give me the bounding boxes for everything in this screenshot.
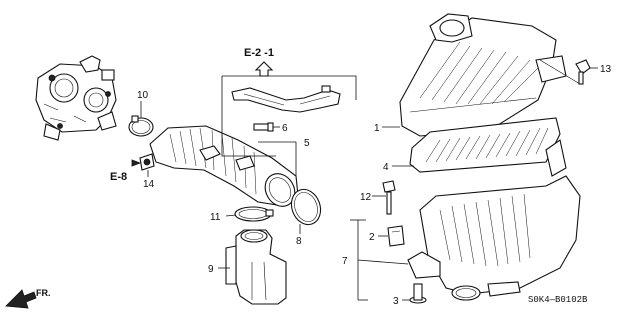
callout-1: 1	[374, 123, 380, 134]
callout-6: 6	[282, 123, 288, 134]
callout-8: 8	[296, 236, 302, 247]
ref-arrow-up	[254, 61, 274, 77]
callout-13: 13	[600, 64, 612, 75]
callout-14: 14	[143, 179, 155, 190]
screw-13	[575, 59, 591, 85]
ref-code-e8: E-8	[110, 171, 127, 183]
callout-12: 12	[360, 192, 372, 203]
callout-11: 11	[210, 212, 221, 223]
callout-4: 4	[383, 162, 389, 173]
air-cleaner-housing	[419, 139, 581, 301]
bolt-14	[139, 153, 155, 171]
callout-10: 10	[137, 90, 149, 101]
ref-code-e2-1: E-2 -1	[244, 47, 274, 59]
throttle-body	[35, 55, 117, 141]
callout-2: 2	[369, 232, 375, 243]
resonator-9	[225, 229, 287, 305]
callout-5: 5	[304, 138, 310, 149]
ref-arrow-e8	[131, 159, 142, 167]
intake-duct-5	[149, 125, 299, 207]
bolt-12	[382, 180, 396, 215]
bolt-6	[253, 122, 274, 132]
bracket-7	[407, 251, 441, 279]
breather-hose	[221, 75, 357, 157]
callout-9: 9	[208, 264, 214, 275]
front-direction-label: FR.	[36, 288, 51, 298]
hose-clamp-10	[128, 115, 154, 137]
hose-clamp-11	[234, 206, 274, 222]
callout-7: 7	[342, 256, 348, 267]
diagram-code: S0K4—B0102B	[528, 295, 588, 305]
front-direction-arrow	[5, 289, 37, 309]
collar-3	[409, 283, 427, 304]
air-cleaner-cover-1	[399, 13, 567, 137]
callout-3: 3	[393, 296, 399, 307]
rubber-mount-2	[387, 225, 405, 247]
gasket-8	[290, 188, 322, 226]
